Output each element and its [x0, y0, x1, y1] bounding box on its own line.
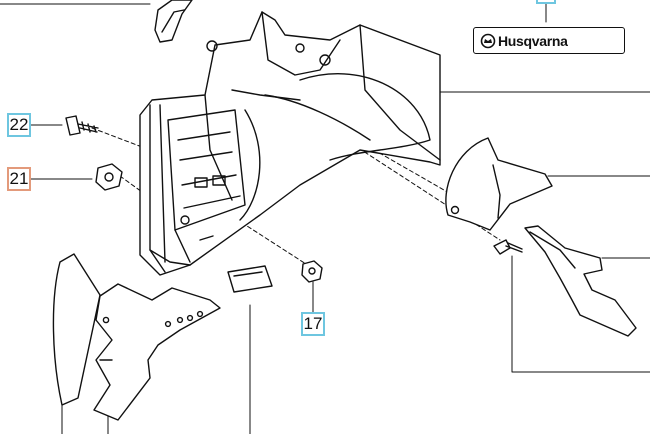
nut-17 — [301, 260, 323, 283]
heat-shield — [93, 283, 221, 421]
left-cover-plate — [52, 253, 101, 406]
nut-21 — [95, 163, 123, 191]
callout-17[interactable]: 17 — [301, 312, 325, 336]
callout-22[interactable]: 22 — [7, 113, 31, 137]
right-heat-plate — [524, 225, 637, 337]
callout-21[interactable]: 21 — [7, 167, 31, 191]
leader-screw-right — [511, 255, 650, 373]
top-bracket — [154, 0, 193, 43]
screw-22 — [65, 115, 99, 136]
rubber-block — [227, 265, 273, 293]
screw-right — [493, 239, 523, 255]
crown-logo-icon — [480, 33, 496, 48]
brand-label: Husqvarna — [473, 27, 625, 54]
starter-housing — [139, 11, 441, 276]
brand-label-tag — [536, 0, 556, 4]
brand-label-text: Husqvarna — [498, 32, 568, 49]
muffler-guard — [445, 137, 553, 231]
